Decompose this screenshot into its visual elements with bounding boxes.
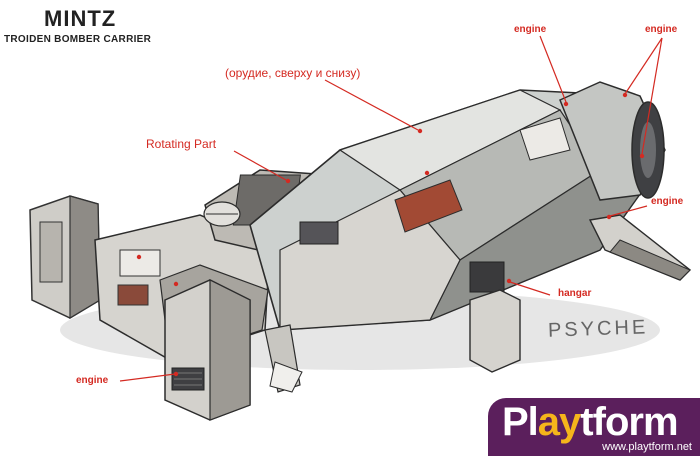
ship-title: MINTZ: [44, 6, 117, 31]
main-hull: [249, 89, 652, 331]
rear-engine: [559, 81, 666, 201]
artist-signature: PSYCHE: [547, 316, 649, 342]
landing-legs: [264, 289, 521, 393]
logo-part-2: tform: [580, 400, 678, 444]
bow-engine-block: [29, 195, 101, 320]
logo-part-1: Pl: [502, 400, 539, 444]
lower-left-engine: [164, 279, 251, 421]
callout-weapons: (орудие, сверху и снизу): [225, 66, 361, 80]
ship-subtitle: TROIDEN BOMBER CARRIER: [4, 34, 152, 45]
playtform-watermark: Playtform www.playtform.net: [488, 398, 700, 456]
callout-engine-top-center: engine: [514, 24, 547, 35]
callout-engine-right: engine: [651, 196, 684, 207]
watermark-url: www.playtform.net: [602, 441, 692, 453]
callout-engine-bottom-left: engine: [76, 375, 109, 386]
right-fin: [588, 214, 692, 281]
callout-hangar: hangar: [558, 288, 592, 299]
callout-leader-lines: [119, 35, 663, 382]
callout-dots: [136, 92, 645, 377]
callout-rotating-part: Rotating Part: [146, 137, 217, 151]
callout-engine-top-right: engine: [645, 24, 678, 35]
playtform-logo: Playtform: [502, 400, 679, 445]
logo-part-accent: ay: [537, 400, 581, 444]
